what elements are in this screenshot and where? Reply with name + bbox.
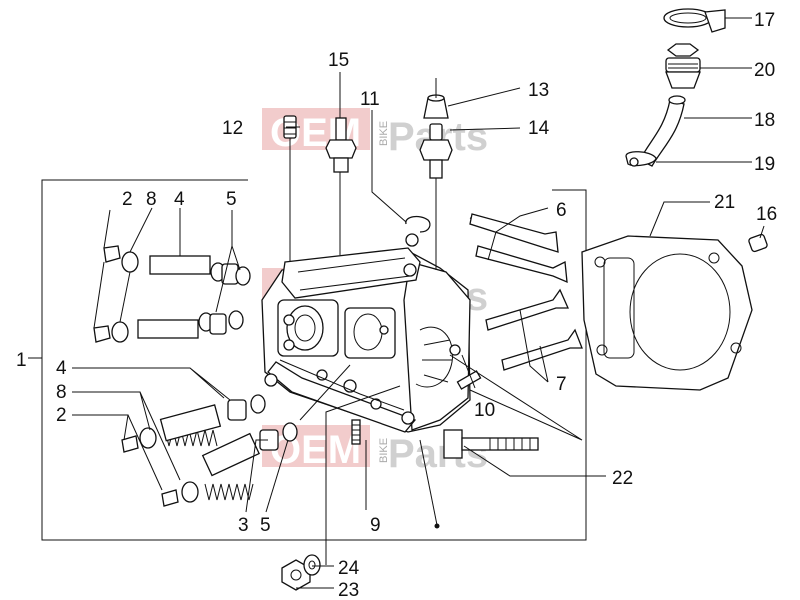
label-4-lower: 4 [56, 358, 67, 379]
label-17: 17 [754, 10, 775, 31]
hose-clip-19 [625, 151, 657, 167]
label-8-upper: 8 [146, 189, 157, 210]
head-gasket-21 [581, 235, 753, 391]
hose-18 [639, 95, 686, 167]
label-11: 11 [360, 89, 380, 110]
circlip-11 [405, 215, 431, 233]
label-14: 14 [528, 118, 550, 139]
label-10: 10 [474, 400, 495, 421]
watermark-bike-text: BIKE [378, 438, 390, 463]
cylinder-head [261, 233, 471, 433]
label-5-lower: 5 [260, 515, 271, 536]
label-15: 15 [328, 50, 349, 71]
label-3: 3 [238, 515, 249, 536]
stud-10 [456, 370, 482, 390]
label-18: 18 [754, 110, 775, 131]
label-19: 19 [754, 154, 775, 175]
label-7: 7 [556, 374, 567, 395]
cap-13 [423, 94, 449, 119]
label-2-lower: 2 [56, 405, 67, 426]
label-20: 20 [754, 60, 775, 81]
label-4-upper: 4 [174, 189, 185, 210]
exhaust-valves [485, 288, 583, 371]
dowel-16 [748, 233, 768, 253]
label-16: 16 [756, 204, 777, 225]
reference-labels: 1 2 2 3 4 4 5 5 6 7 8 8 9 10 11 12 13 14… [16, 10, 777, 600]
label-9: 9 [370, 515, 381, 536]
label-24: 24 [338, 558, 360, 579]
assembly-bracket-frame [28, 179, 587, 541]
plug-20 [665, 43, 701, 89]
label-5-upper: 5 [226, 189, 237, 210]
label-13: 13 [528, 80, 549, 101]
fitting-15 [325, 117, 357, 173]
label-22: 22 [612, 468, 633, 489]
valve-spring-group-lower [121, 394, 298, 507]
washer-24 [303, 554, 321, 576]
fitting-14 [419, 123, 453, 179]
nut-23 [281, 559, 311, 591]
label-23: 23 [338, 580, 359, 600]
label-1: 1 [16, 350, 27, 371]
label-12: 12 [222, 118, 243, 139]
stud-9 [351, 419, 361, 445]
label-8-lower: 8 [56, 382, 67, 403]
label-2-upper: 2 [122, 189, 133, 210]
watermark-bike-text: BIKE [378, 121, 390, 146]
valve-spring-group-upper [93, 245, 251, 343]
clamp-17 [663, 8, 726, 33]
label-21: 21 [714, 192, 735, 213]
leader-lines [72, 17, 765, 589]
intake-valves [469, 213, 568, 284]
label-6: 6 [556, 200, 567, 221]
bolt-22 [443, 429, 539, 459]
